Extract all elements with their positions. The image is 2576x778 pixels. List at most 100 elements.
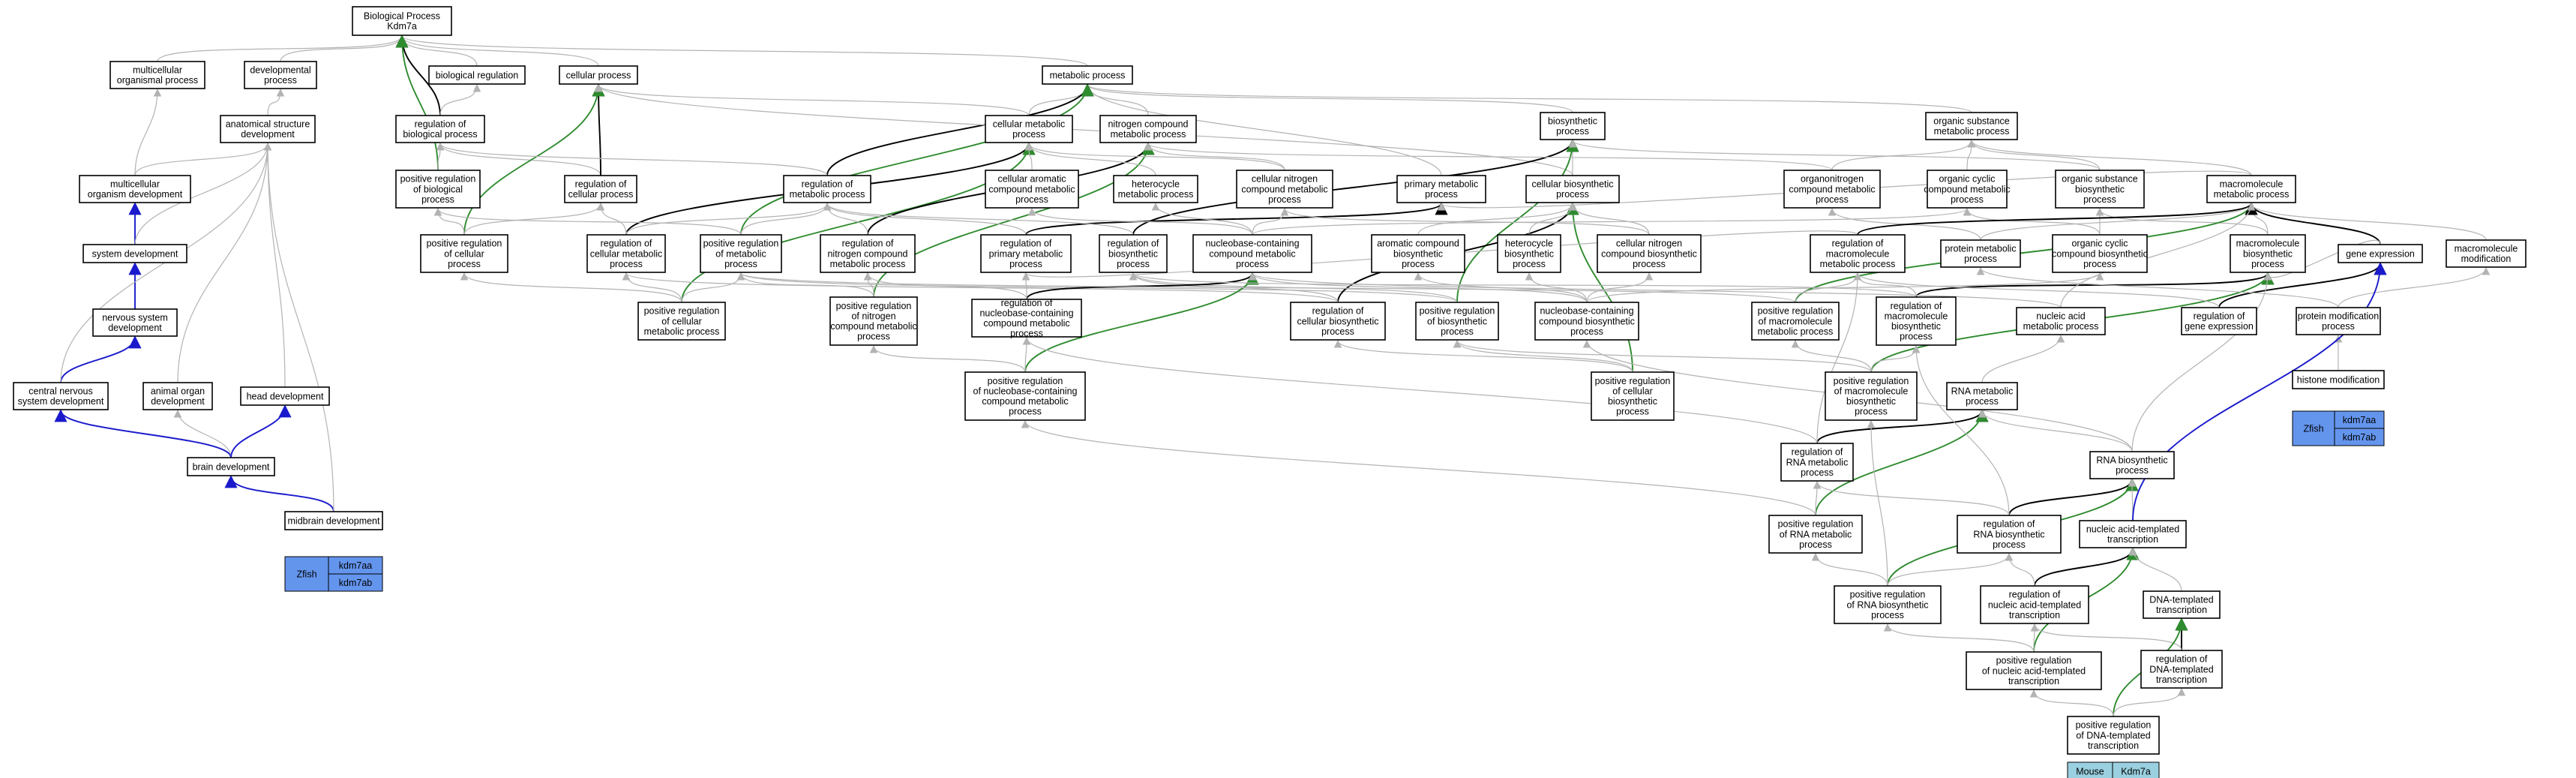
node-label-line: positive regulation: [1758, 306, 1834, 317]
edge-n26-to-n04: [463, 83, 605, 236]
go-term-node[interactable]: histone modification: [2292, 370, 2385, 389]
edge-n69-to-n59: [1867, 419, 1888, 587]
node-label-line: positive regulation: [836, 301, 912, 311]
edge-n25-to-n08: [134, 142, 272, 245]
gene-label: kdm7ab: [339, 578, 373, 588]
go-term-node[interactable]: regulation ofnucleobase-containingcompou…: [971, 298, 1082, 339]
node-label-line: process: [1616, 407, 1649, 417]
go-term-node[interactable]: metabolic process: [1042, 65, 1133, 85]
go-term-node[interactable]: midbrain development: [284, 511, 383, 530]
edge-n73-to-n70: [2030, 623, 2182, 651]
node-label-line: positive regulation: [988, 376, 1063, 386]
node-box: [564, 175, 637, 203]
node-label-line: primary metabolic: [1405, 179, 1479, 190]
node-label-line: metabolic process: [1111, 129, 1186, 140]
go-term-node[interactable]: system development: [82, 244, 187, 263]
node-label-line: process: [2251, 259, 2284, 269]
node-label-line: development: [241, 129, 295, 140]
node-label-line: gene expression: [2185, 321, 2254, 332]
node-label-line: compound biosynthetic: [1539, 316, 1635, 326]
go-term-node[interactable]: biological regulation: [428, 65, 526, 85]
node-label-line: Biological Process: [364, 11, 440, 22]
edge-n43-to-n26: [460, 272, 682, 303]
species-label: Mouse: [2076, 766, 2104, 776]
go-term-node[interactable]: gene expression: [2338, 244, 2423, 263]
species-cell: [2292, 410, 2335, 446]
node-box: [1236, 170, 1333, 209]
go-term-node[interactable]: cellular process: [559, 65, 638, 85]
go-term-node[interactable]: head development: [240, 386, 330, 406]
node-label-line: positive regulation: [400, 174, 476, 185]
node-label-line: organic cyclic: [2071, 239, 2128, 249]
edge-n38-to-n15: [1963, 207, 2101, 236]
go-term-node[interactable]: regulation ofmacromoleculebiosyntheticpr…: [1876, 296, 1957, 346]
go-term-node[interactable]: brain development: [187, 457, 275, 476]
node-label-line: process: [1993, 539, 2026, 550]
